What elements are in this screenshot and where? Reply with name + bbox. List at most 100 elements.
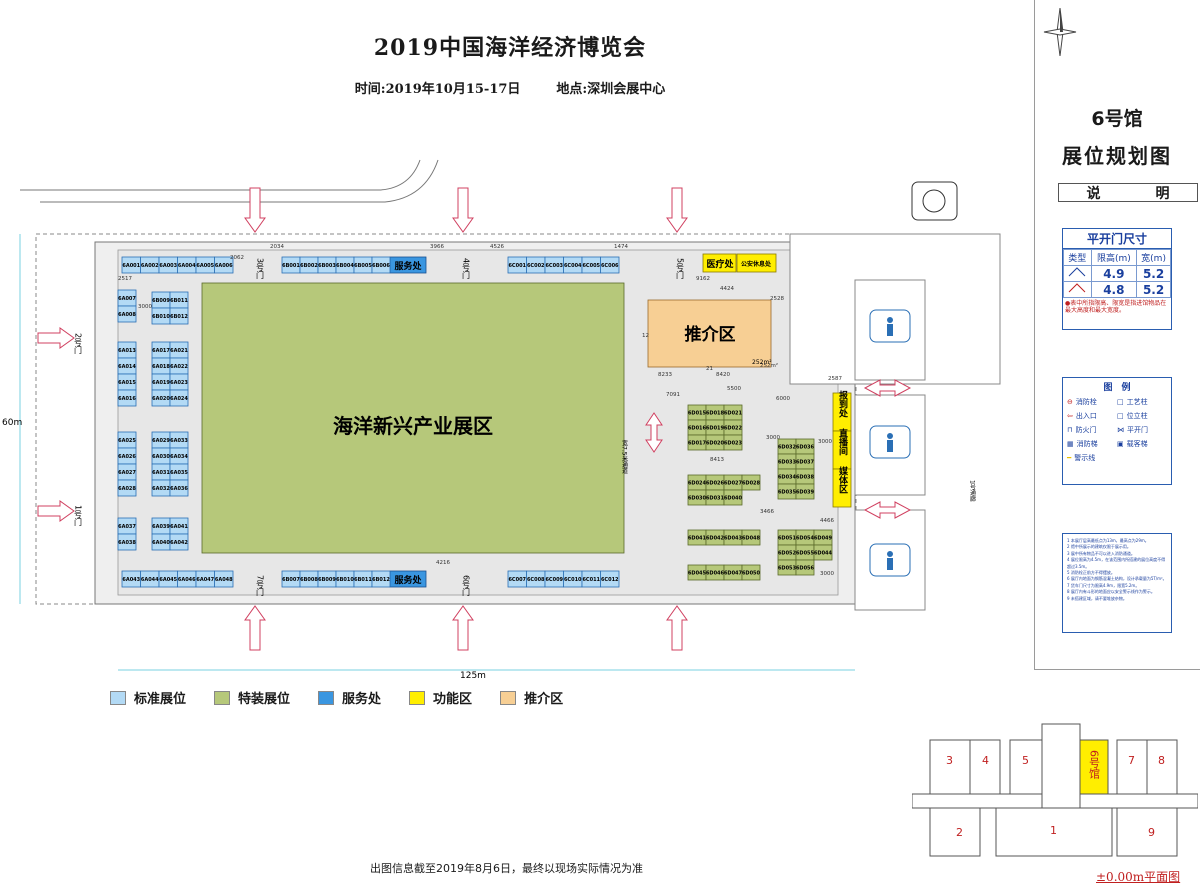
door-size-grid: 类型 限高(m) 宽(m) 4.9 5.2 4.8 5.2 <box>1063 249 1171 298</box>
legend-hydrant: ⊖消防栓 <box>1067 398 1097 406</box>
booth-label: 6D031 <box>706 496 725 502</box>
booth-label: 6D048 <box>742 536 761 542</box>
standard-booth <box>371 570 391 588</box>
booth-label: 6A019 <box>152 380 170 386</box>
booth-label: 6A034 <box>170 454 188 460</box>
booth-label: 6B003 <box>318 263 336 269</box>
booth-label: 6A004 <box>178 263 196 269</box>
door-col-type: 类型 <box>1063 249 1092 266</box>
legend-elevator: ▣载客梯 <box>1117 440 1148 448</box>
dimension-label: 1474 <box>614 244 628 250</box>
passage-arrow-icon <box>645 412 663 453</box>
dimension-label: 2517 <box>118 276 132 282</box>
police-office <box>736 253 777 273</box>
zone-legend: 标准展位 特装展位 服务处 功能区 推介区 <box>110 688 563 707</box>
medical-label: 医疗处 <box>706 258 734 270</box>
dimension-label: 5500 <box>727 386 741 392</box>
standard-booth <box>117 533 137 551</box>
dimension-label: 3000 <box>820 571 834 577</box>
dimension-label: 7091 <box>666 392 680 398</box>
standard-booth <box>169 533 189 551</box>
booth-label: 6D040 <box>724 496 743 502</box>
booth-label: 6D020 <box>706 441 725 447</box>
booth-label: 6D053 <box>778 566 797 572</box>
booth-label: 6C004 <box>564 263 582 269</box>
legend-service: 服务处 <box>318 688 381 707</box>
key-hall-2: 2 <box>956 826 963 839</box>
width-dimension: 125m <box>460 671 486 681</box>
restroom-icon <box>869 543 911 577</box>
warning-line-icon: ━ <box>1067 454 1072 462</box>
booth-label: 6D021 <box>724 411 743 417</box>
booth-label: 6D043 <box>724 536 743 542</box>
floor-plan: 海洋新兴产业展区 推介区 252m² 服务处 服务处 医疗处 公安休息处 报到处… <box>2 159 1001 681</box>
police-label: 公安休息处 <box>741 260 772 268</box>
door-5-label: 5号门 <box>676 258 685 280</box>
booth-label: 6A006 <box>215 263 233 269</box>
live-label: 直播间 <box>837 427 848 456</box>
booth-label: 6B005 <box>354 263 372 269</box>
legend-function: 功能区 <box>409 688 472 707</box>
key-hall-3: 3 <box>946 754 953 767</box>
height-dimension: 60m <box>2 418 22 428</box>
dimension-label: 2587 <box>828 376 842 382</box>
legend-exit: ⇦出入口 <box>1067 412 1097 420</box>
dimension-label: 6000 <box>776 396 790 402</box>
booth-label: 6C002 <box>527 263 545 269</box>
booth-label: 6D032 <box>778 445 797 451</box>
dimension-label: 12 <box>642 333 649 339</box>
booth-label: 6A048 <box>215 577 233 583</box>
door-type-icon <box>1063 265 1092 282</box>
booth-label: 6D034 <box>778 475 797 481</box>
booth-label: 6A036 <box>170 486 188 492</box>
booth-label: 6A043 <box>122 577 140 583</box>
booth-label: 6D017 <box>688 441 707 447</box>
symbol-legend: 图 例 ⊖消防栓 □工艺柱 ⇦出入口 □位立柱 ⊓防火门 ⋈平开门 ▦消防梯 ▣… <box>1062 377 1172 485</box>
standard-booth <box>169 479 189 497</box>
booth-label: 6B008 <box>300 577 318 583</box>
firedoor-icon: ⊓ <box>1067 426 1073 434</box>
booth-label: 6D027 <box>724 481 743 487</box>
swingdoor-icon: ⋈ <box>1117 426 1124 434</box>
booth-label: 6D039 <box>796 490 815 496</box>
entrance-arrow-icon <box>244 605 266 651</box>
legend-column: □工艺柱 <box>1117 398 1148 406</box>
booth-label: 6A023 <box>170 380 188 386</box>
standard-booth <box>214 256 234 274</box>
dimension-label: 3466 <box>760 509 774 515</box>
booth-label: 6B006 <box>372 263 390 269</box>
special-booth <box>741 474 761 491</box>
booth-label: 6C005 <box>582 263 600 269</box>
booth-label: 6C010 <box>564 577 582 583</box>
booth-label: 6D056 <box>796 566 815 572</box>
booth-label: 6A022 <box>170 364 188 370</box>
main-zone-label: 海洋新兴产业展区 <box>333 414 493 438</box>
standard-booth <box>600 570 620 588</box>
door-col-width: 宽(m) <box>1136 249 1171 266</box>
booth-label: 6B012 <box>170 314 188 320</box>
dimension-label: 2528 <box>770 296 784 302</box>
legend-standard: 标准展位 <box>110 688 186 707</box>
standard-booth <box>600 256 620 274</box>
standard-booth <box>117 479 137 497</box>
booth-label: 6D046 <box>706 571 725 577</box>
key-hall-9: 9 <box>1148 826 1155 839</box>
legend-swingdoor: ⋈平开门 <box>1117 426 1148 434</box>
footer-note: 出图信息截至2019年8月6日，最终以现场实际情况为准 <box>370 862 643 875</box>
info-panel <box>1034 0 1200 670</box>
symbol-legend-title: 图 例 <box>1103 383 1131 393</box>
standard-booth <box>117 305 137 323</box>
corridor-label: 宽7.5米通道 <box>621 439 628 475</box>
legend-special: 特装展位 <box>214 688 290 707</box>
booth-label: 6D041 <box>688 536 707 542</box>
booth-label: 6A042 <box>170 540 188 546</box>
promo-swatch <box>500 690 517 705</box>
dimension-label: 8413 <box>710 457 724 463</box>
main-zone <box>201 282 625 554</box>
dimension-label: 252m² <box>760 362 778 369</box>
booth-label: 6D022 <box>724 426 743 432</box>
function-swatch <box>409 690 426 705</box>
site-key-map: 3 4 5 6号馆 7 8 2 1 9 <box>912 723 1198 857</box>
booth-label: 6D049 <box>814 536 833 542</box>
booth-label: 6A002 <box>141 263 159 269</box>
